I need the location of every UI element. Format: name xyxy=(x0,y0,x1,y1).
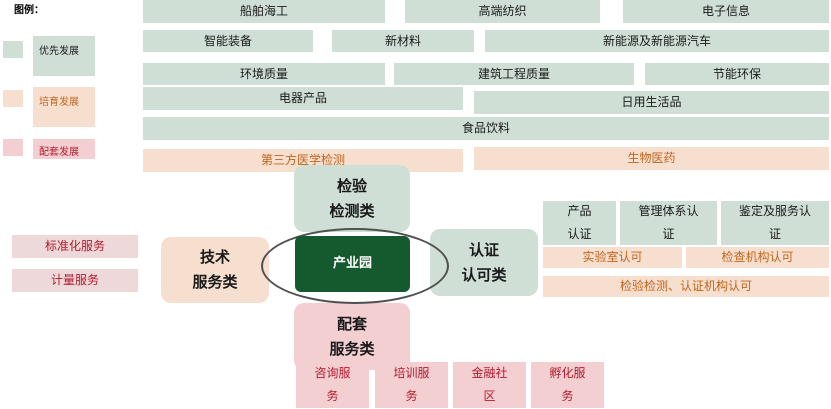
technical-line2: 服务类 xyxy=(192,273,238,291)
supporting-services-block: 配套 服务类 xyxy=(294,303,410,370)
legend-label-supporting: 配套发展 xyxy=(33,139,95,159)
standardization-service: 标准化服务 xyxy=(12,235,138,258)
park-ellipse xyxy=(261,228,449,304)
appraisal-service-certification: 鉴定及服务认 证 xyxy=(721,201,829,245)
inspection-testing-block: 检验 检测类 xyxy=(294,165,410,232)
industry-construction-quality: 建筑工程质量 xyxy=(394,63,634,85)
financial-community: 金融社 区 xyxy=(453,362,526,408)
supporting-line2: 服务类 xyxy=(329,339,375,358)
industry-energy-saving: 节能环保 xyxy=(645,63,829,85)
legend-label-cultivate: 培育发展 xyxy=(33,87,95,127)
legend: 图例： 优先发展 培育发展 配套发展 xyxy=(0,0,140,160)
industry-daily-goods: 日用生活品 xyxy=(474,91,829,114)
training-service: 培训服 务 xyxy=(375,362,448,408)
legend-label-priority: 优先发展 xyxy=(33,36,95,76)
industry-biomedicine: 生物医药 xyxy=(474,147,829,170)
industry-new-energy: 新能源及新能源汽车 xyxy=(485,30,829,52)
technical-services-block: 技术 服务类 xyxy=(161,237,269,303)
industrial-park-center: 产业园 xyxy=(295,236,410,292)
inspection-line1: 检验 xyxy=(336,176,367,195)
testing-certification-agency-accreditation: 检验检测、认证机构认可 xyxy=(543,276,829,297)
legend-swatch-cultivate xyxy=(3,90,23,107)
legend-swatch-supporting xyxy=(3,139,23,156)
industry-new-materials: 新材料 xyxy=(332,30,474,52)
inspection-line2: 检测类 xyxy=(329,201,375,220)
industry-smart-equipment: 智能装备 xyxy=(143,30,313,52)
industry-textile: 高端纺织 xyxy=(405,0,600,23)
incubation-service: 孵化服 务 xyxy=(531,362,604,408)
technical-line1: 技术 xyxy=(199,248,230,266)
certification-line1: 认证 xyxy=(468,240,499,259)
legend-title: 图例： xyxy=(14,5,44,16)
legend-swatch-priority xyxy=(3,41,23,58)
industry-electronics: 电子信息 xyxy=(623,0,829,23)
industry-electrical-products: 电器产品 xyxy=(143,87,463,110)
management-system-certification: 管理体系认 证 xyxy=(620,201,717,245)
product-certification: 产品 认证 xyxy=(543,201,616,245)
industry-shipbuilding: 船舶海工 xyxy=(143,0,385,23)
supporting-line1: 配套 xyxy=(336,314,367,333)
laboratory-accreditation: 实验室认可 xyxy=(543,247,682,268)
metrology-service: 计量服务 xyxy=(12,269,138,292)
industry-food-beverage: 食品饮料 xyxy=(143,117,829,140)
certification-line2: 认可类 xyxy=(461,265,507,284)
consulting-service: 咨询服 务 xyxy=(296,362,369,408)
industry-environment-quality: 环境质量 xyxy=(143,63,385,85)
inspection-agency-accreditation: 检查机构认可 xyxy=(686,247,829,268)
